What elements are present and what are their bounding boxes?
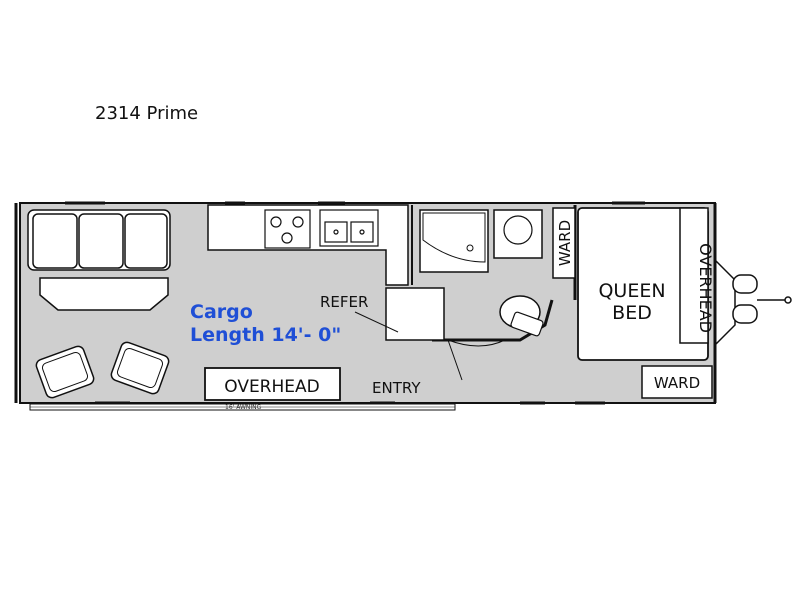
shower bbox=[419, 209, 489, 273]
queen-bed-label-line2: BED bbox=[612, 302, 652, 324]
entry-label: ENTRY bbox=[372, 379, 421, 397]
toilet bbox=[499, 295, 544, 337]
ward-upper-label: WARD bbox=[556, 220, 574, 266]
queen-bed-label-line1: QUEEN bbox=[598, 280, 665, 302]
chair-left bbox=[35, 345, 95, 399]
dinette-table bbox=[39, 277, 169, 311]
awning bbox=[29, 403, 456, 411]
vanity bbox=[493, 209, 543, 259]
cargo-label-line1: Cargo bbox=[190, 301, 253, 323]
window-marks bbox=[65, 201, 645, 405]
stove bbox=[264, 209, 311, 249]
wardrobe-lower bbox=[641, 365, 713, 399]
awning-label: 16' AWNING bbox=[225, 404, 262, 411]
overhead-front-label: OVERHEAD bbox=[224, 377, 320, 397]
refer-leader bbox=[354, 311, 399, 333]
overhead-bed-label: OVERHEAD bbox=[696, 243, 715, 333]
model-title: 2314 Prime bbox=[95, 103, 199, 124]
bath-door bbox=[447, 339, 506, 381]
refrigerator bbox=[385, 287, 445, 341]
cargo-label-line2: Length 14'- 0" bbox=[190, 324, 341, 346]
overhead-front-cabinet bbox=[204, 367, 341, 401]
wardrobe-upper bbox=[552, 207, 576, 279]
ward-lower-label: WARD bbox=[654, 374, 700, 392]
tongue-hitch bbox=[714, 259, 792, 346]
sofa bbox=[27, 209, 171, 271]
refer-label: REFER bbox=[320, 293, 368, 311]
chair-right bbox=[110, 341, 170, 395]
overhead-bed-cabinet bbox=[679, 207, 709, 344]
sink bbox=[319, 209, 379, 247]
